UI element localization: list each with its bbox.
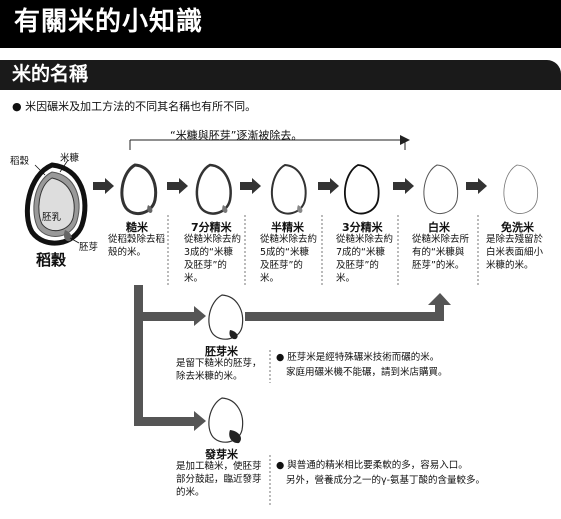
stage-desc-70-percent: 從糙米除去約3成的“米糠及胚芽”的米。 [184,234,242,284]
germ-rice-note-2: 家庭用碾米機不能碾，請到米店購買。 [286,367,448,378]
paddy-grain-illustration [24,159,88,246]
bracket-label: “米糠與胚芽”逐漸被除去。 [170,129,303,142]
section-title: 米的名稱 [0,60,561,90]
stage-name-half-polished: 半精米 [271,221,304,234]
stage-name-brown-rice: 糙米 [126,221,148,234]
stage-desc-brown-rice: 從稻穀除去稻殼的米。 [108,234,166,258]
page-title: 有關米的小知識 [0,0,561,48]
grain-30-percent [344,164,380,215]
stage-desc-white-rice: 從糙米除去所有的“米糠與胚芽”的米。 [412,234,470,271]
grain-wash-free-rice [503,164,539,214]
stage-name-70-percent: 7分精米 [191,221,232,234]
germ-rice-desc: 是留下糙米的胚芽，除去米糠的米。 [176,358,262,382]
label-endosperm: 胚乳 [42,212,62,223]
stage-desc-half-polished: 從糙米除去約5成的“米糠及胚芽”的米。 [260,234,318,284]
grain-brown-rice [120,163,158,216]
sprouted-rice-note-2: 另外，營養成分之一的γ-氨基丁酸的含量較多。 [286,475,486,486]
label-bran: 米糠 [60,153,80,164]
grain-70-percent [195,163,232,215]
grain-half-polished [270,163,307,215]
grain-germ-rice [208,294,244,340]
stage-desc-30-percent: 從糙米除去約7成的“米糠及胚芽”的米。 [336,234,394,284]
stage-name-wash-free: 免洗米 [501,221,534,234]
stage-name-white-rice: 白米 [428,221,450,234]
label-germ: 胚芽 [79,242,99,253]
grain-white-rice [423,164,459,215]
sprouted-rice-desc: 是加工糙米，使胚芽部分鼓起，臨近發芽的米。 [176,461,262,498]
branch-arrows [134,285,451,431]
label-husk: 稻穀 [10,156,30,167]
stage-name-30-percent: 3分精米 [342,221,383,234]
intro-text: ● 米因碾米及加工方法的不同其名稱也有所不同。 [12,100,257,113]
paddy-name: 稻穀 [36,251,67,269]
germ-rice-note-1: ● 胚芽米是經特殊碾米技術而碾的米。 [276,352,440,363]
stage-desc-wash-free: 是除去殘留於白米表面細小米糠的米。 [486,234,544,271]
flow-arrows [93,178,487,194]
germ-rice-name: 胚芽米 [205,345,238,358]
grain-sprouted-rice [208,397,244,444]
bracket-arrowhead [400,135,410,145]
sprouted-rice-note-1: ● 與普通的精米相比要柔軟的多，容易入口。 [276,460,468,471]
sprouted-rice-name: 發芽米 [205,448,238,461]
